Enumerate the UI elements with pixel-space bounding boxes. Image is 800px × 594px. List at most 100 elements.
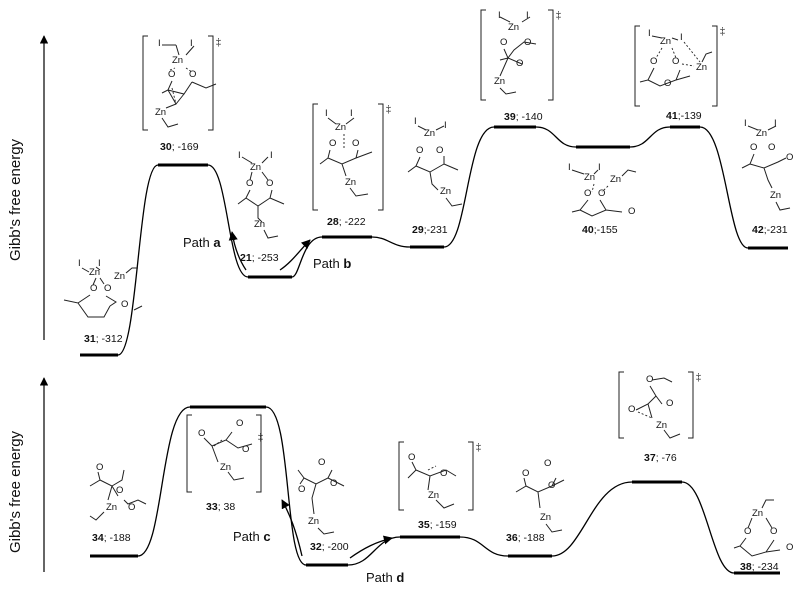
svg-text:O: O: [198, 428, 205, 439]
svg-text:Zn: Zn: [308, 516, 319, 527]
svg-text:I: I: [598, 162, 601, 173]
structure-36: O O O Zn: [515, 458, 565, 533]
svg-text:‡: ‡: [720, 26, 725, 37]
caption-29: 29;-231: [412, 224, 448, 236]
svg-text:I: I: [648, 28, 651, 39]
caption-36: 36; -188: [506, 532, 545, 544]
path-b-label: Path b: [313, 256, 351, 271]
svg-text:Zn: Zn: [345, 177, 356, 188]
svg-text:I: I: [526, 10, 529, 21]
caption-40: 40;-155: [582, 224, 618, 236]
svg-text:O: O: [329, 138, 336, 149]
svg-text:Zn: Zn: [89, 267, 100, 278]
structure-33: ‡ O O O Zn: [186, 414, 263, 493]
svg-text:Zn: Zn: [584, 172, 595, 183]
svg-text:O: O: [436, 145, 443, 156]
structure-28: ‡ Zn I I O O Zn: [312, 103, 391, 211]
svg-text:Zn: Zn: [752, 508, 763, 519]
svg-text:Zn: Zn: [250, 162, 261, 173]
path-d-arrow: [349, 535, 393, 559]
structure-29: Zn I I O O Zn: [407, 116, 463, 207]
svg-text:Zn: Zn: [114, 271, 125, 282]
svg-text:I: I: [238, 150, 241, 161]
svg-text:Zn: Zn: [540, 512, 551, 523]
svg-text:Zn: Zn: [106, 502, 117, 513]
svg-text:Zn: Zn: [756, 128, 767, 139]
svg-text:‡: ‡: [216, 37, 221, 48]
svg-text:Zn: Zn: [656, 420, 667, 431]
svg-text:‡: ‡: [476, 442, 481, 453]
structure-35: ‡ O O Zn: [398, 441, 481, 511]
svg-text:‡: ‡: [386, 104, 391, 115]
caption-37: 37; -76: [644, 452, 677, 464]
path-c-arrow: [281, 499, 303, 557]
svg-text:Zn: Zn: [428, 490, 439, 501]
path-a-arrow: [228, 231, 247, 271]
caption-42: 42;-231: [752, 224, 788, 236]
svg-text:I: I: [158, 38, 161, 49]
svg-text:O: O: [440, 468, 447, 479]
svg-text:I: I: [680, 32, 683, 43]
path-a-label: Path a: [183, 235, 221, 250]
svg-text:I: I: [414, 116, 417, 127]
caption-31: 31; -312: [84, 333, 123, 345]
svg-text:I: I: [190, 38, 193, 49]
svg-text:Zn: Zn: [155, 107, 166, 118]
svg-text:I: I: [498, 10, 501, 21]
svg-text:O: O: [598, 188, 605, 199]
svg-text:I: I: [270, 150, 273, 161]
svg-text:I: I: [444, 120, 447, 131]
svg-text:‡: ‡: [556, 10, 561, 21]
caption-33: 33; 38: [206, 501, 235, 513]
structure-30: ‡ Zn I I O O Zn: [142, 35, 221, 131]
svg-text:‡: ‡: [258, 432, 263, 443]
structure-38: Zn O O O: [733, 499, 793, 557]
svg-text:I: I: [744, 118, 747, 129]
structure-31: Zn I I Zn O O O: [63, 258, 143, 318]
caption-41: 41;-139: [666, 110, 702, 122]
svg-text:Zn: Zn: [335, 122, 346, 133]
svg-text:O: O: [318, 457, 325, 468]
svg-text:I: I: [568, 162, 571, 173]
structure-40: Zn I I Zn O O O: [568, 162, 637, 217]
svg-text:O: O: [666, 398, 673, 409]
svg-text:I: I: [350, 108, 353, 119]
svg-text:I: I: [78, 258, 81, 269]
caption-39: 39; -140: [504, 111, 543, 123]
structure-39: ‡ Zn I I O O O Zn: [480, 9, 561, 101]
svg-text:Zn: Zn: [696, 62, 707, 73]
svg-text:Zn: Zn: [220, 462, 231, 473]
svg-text:Zn: Zn: [770, 190, 781, 201]
caption-32: 32; -200: [310, 541, 349, 553]
bottom-panel: Gibb's free energy Path c Path d 34; -18…: [7, 371, 793, 585]
svg-text:O: O: [352, 138, 359, 149]
svg-text:O: O: [116, 485, 123, 496]
caption-28: 28; -222: [327, 216, 366, 228]
structure-21: Zn I I O O Zn: [237, 150, 285, 239]
svg-text:O: O: [104, 283, 111, 294]
svg-text:O: O: [90, 283, 97, 294]
svg-text:O: O: [544, 458, 551, 469]
svg-text:O: O: [628, 404, 635, 415]
svg-text:O: O: [770, 526, 777, 537]
svg-text:O: O: [500, 37, 507, 48]
svg-text:O: O: [96, 462, 103, 473]
svg-text:O: O: [266, 178, 273, 189]
svg-text:O: O: [298, 484, 305, 495]
svg-text:O: O: [786, 152, 793, 163]
svg-text:Zn: Zn: [172, 55, 183, 66]
svg-text:O: O: [646, 374, 653, 385]
svg-text:O: O: [246, 178, 253, 189]
svg-text:O: O: [522, 468, 529, 479]
svg-text:Zn: Zn: [660, 36, 671, 47]
svg-text:O: O: [650, 56, 657, 67]
path-b-arrow: [279, 239, 311, 271]
structure-37: ‡ O O O Zn: [618, 371, 701, 439]
svg-text:I: I: [325, 108, 328, 119]
top-panel: Gibb's free energy Path a Path b 31; -31…: [7, 9, 793, 357]
caption-30: 30; -169: [160, 141, 199, 153]
caption-34: 34; -188: [92, 532, 131, 544]
svg-text:O: O: [408, 452, 415, 463]
svg-text:O: O: [128, 502, 135, 513]
